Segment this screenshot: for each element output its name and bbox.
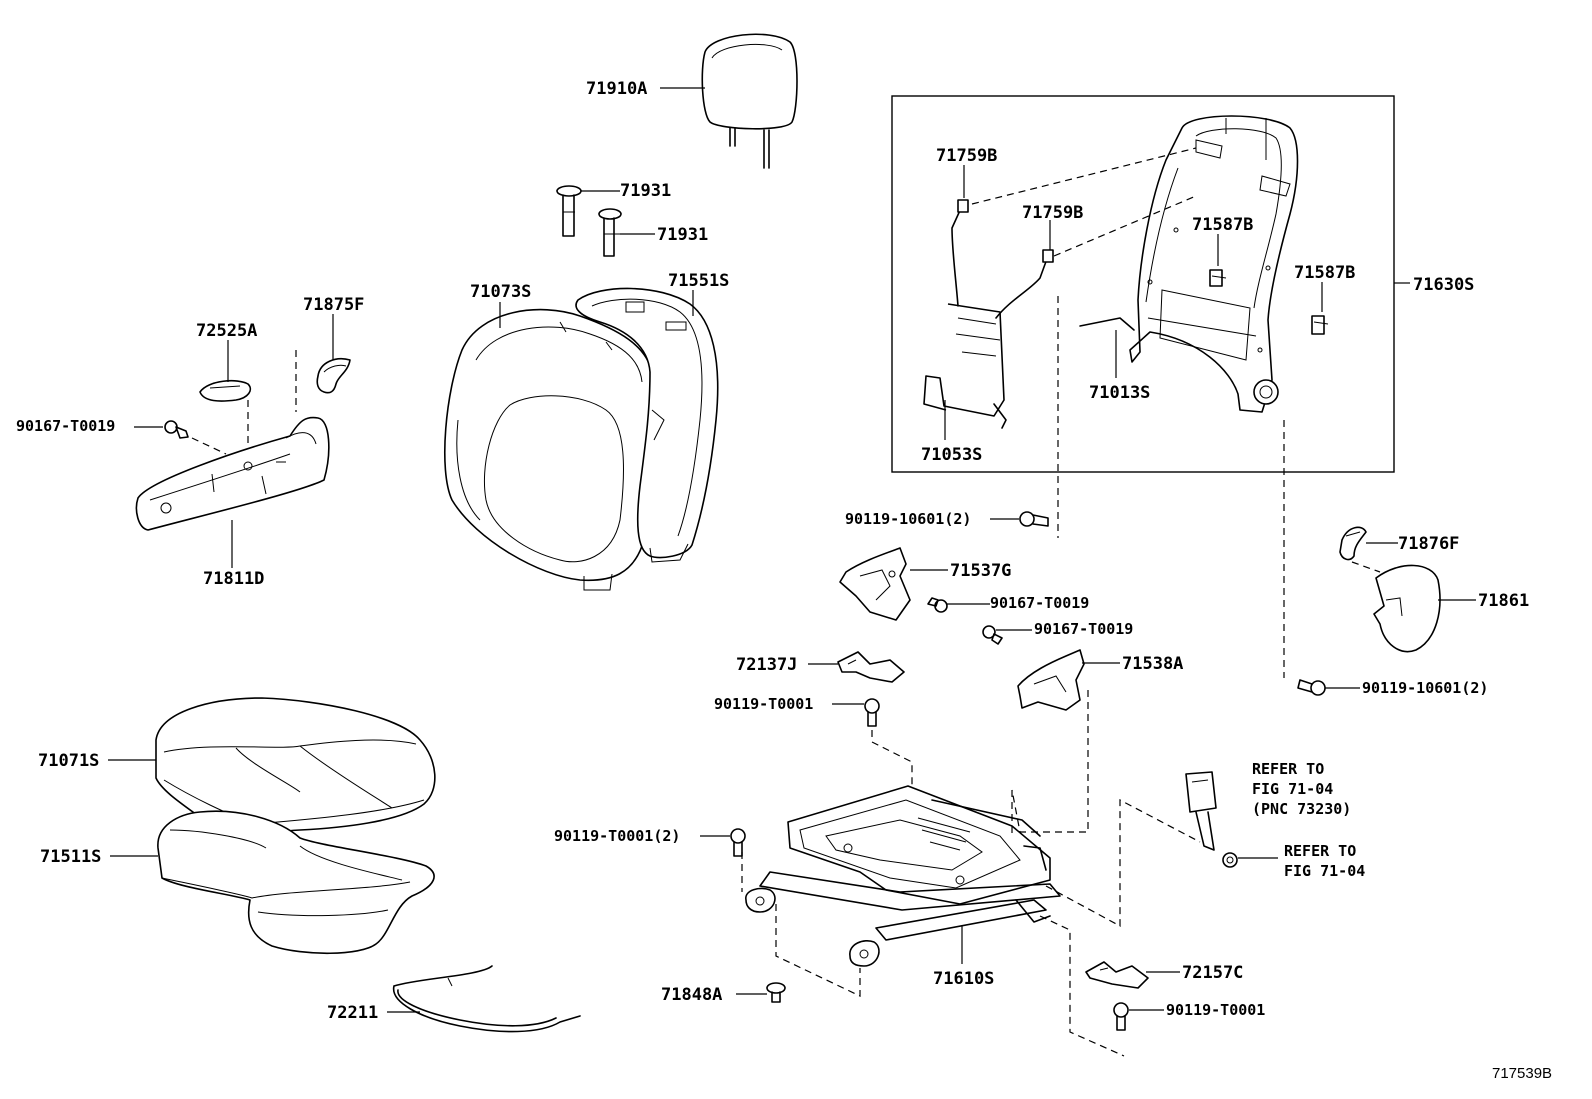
dash-90167a <box>191 437 227 455</box>
screw-90167-mid[interactable] <box>927 597 948 613</box>
label-72525A: 72525A <box>196 321 257 341</box>
recliner-bracket-right[interactable] <box>1017 649 1085 711</box>
label-71861: 71861 <box>1478 591 1529 611</box>
headrest-guide-2[interactable] <box>598 208 622 257</box>
seatback-cover[interactable] <box>444 308 657 591</box>
label-71610S: 71610S <box>933 969 994 989</box>
recliner-cover-left[interactable] <box>316 358 351 394</box>
clip-71587B-2[interactable] <box>1311 315 1329 335</box>
dash-track-d <box>1039 915 1125 1057</box>
label-71511S: 71511S <box>40 847 101 867</box>
dash-track-b <box>1045 799 1201 928</box>
label-72137J: 72137J <box>736 655 797 675</box>
bolt-90119-T0001-left[interactable] <box>730 828 746 857</box>
bolt-90119-T0001-mid[interactable] <box>864 698 880 727</box>
label-90119-T0001b: 90119-T0001(2) <box>554 827 680 845</box>
label-71759Ba: 71759B <box>936 146 997 166</box>
lumbar-support[interactable] <box>923 199 1054 429</box>
bolt-90119-10601-lower[interactable] <box>1297 679 1326 696</box>
recliner-bracket-left[interactable] <box>839 547 911 621</box>
refer1-line1: REFER TO <box>1252 760 1324 778</box>
seatbelt-buckle[interactable] <box>1185 771 1217 851</box>
label-90167a: 90167-T0019 <box>16 417 115 435</box>
clip-71587B-1[interactable] <box>1209 269 1227 287</box>
headrest[interactable] <box>701 33 798 169</box>
label-71053S: 71053S <box>921 445 982 465</box>
label-90119-T0001a: 90119-T0001 <box>714 695 813 713</box>
label-90167b: 90167-T0019 <box>990 594 1089 612</box>
label-90119-10601a: 90119-10601(2) <box>845 510 971 528</box>
refer2-line2: FIG 71-04 <box>1284 862 1365 880</box>
bolt-90119-10601-upper[interactable] <box>1019 511 1049 527</box>
refer1-line2: FIG 71-04 <box>1252 780 1333 798</box>
seatbelt-bolt[interactable] <box>1222 852 1238 868</box>
dash-71759Ba <box>971 147 1197 205</box>
label-72157C: 72157C <box>1182 963 1243 983</box>
label-90119-10601b: 90119-10601(2) <box>1362 679 1488 697</box>
label-71587Ba: 71587B <box>1192 215 1253 235</box>
screw-90167-left[interactable] <box>164 420 189 439</box>
label-71875F: 71875F <box>303 295 364 315</box>
label-90119-T0001c: 90119-T0001 <box>1166 1001 1265 1019</box>
recliner-knob[interactable] <box>199 379 252 402</box>
refer1-line3: (PNC 73230) <box>1252 800 1351 818</box>
dash-track-c <box>775 904 861 997</box>
label-71587Bb: 71587B <box>1294 263 1355 283</box>
bolt-71848A[interactable] <box>766 982 786 1003</box>
refer2-line1: REFER TO <box>1284 842 1356 860</box>
label-71013S: 71013S <box>1089 383 1150 403</box>
seatback-frame[interactable] <box>1079 115 1299 413</box>
recliner-cover-right[interactable] <box>1339 526 1367 561</box>
screw-90167-right[interactable] <box>982 625 1003 645</box>
label-71537G: 71537G <box>950 561 1011 581</box>
bolt-90119-T0001-lower[interactable] <box>1113 1002 1129 1031</box>
label-71073S: 71073S <box>470 282 531 302</box>
seat-cushion-pad[interactable] <box>157 810 435 955</box>
frame-assembly-box <box>891 95 1395 473</box>
recliner-outer-cover[interactable] <box>1373 564 1441 653</box>
dash-71538A <box>1011 690 1089 833</box>
seat-wire[interactable] <box>392 965 581 1033</box>
label-71811D: 71811D <box>203 569 264 589</box>
label-72211: 72211 <box>327 1003 378 1023</box>
label-71931a: 71931 <box>620 181 671 201</box>
bracket-72157C[interactable] <box>1085 961 1149 989</box>
seat-track-frame[interactable] <box>745 785 1061 967</box>
dash-71876F <box>1351 561 1381 573</box>
label-71931b: 71931 <box>657 225 708 245</box>
label-71876F: 71876F <box>1398 534 1459 554</box>
label-71759Bb: 71759B <box>1022 203 1083 223</box>
diagram-id: 717539B <box>1492 1065 1552 1082</box>
label-71551S: 71551S <box>668 271 729 291</box>
side-shield[interactable] <box>135 416 330 531</box>
headrest-guide-1[interactable] <box>556 185 582 237</box>
seatback-pad[interactable] <box>575 287 719 563</box>
label-71910A: 71910A <box>586 79 647 99</box>
label-71538A: 71538A <box>1122 654 1183 674</box>
label-71848A: 71848A <box>661 985 722 1005</box>
label-90167c: 90167-T0019 <box>1034 620 1133 638</box>
label-71630S: 71630S <box>1413 275 1474 295</box>
dash-71759Bb <box>1053 195 1197 257</box>
label-71071S: 71071S <box>38 751 99 771</box>
bracket-72137J[interactable] <box>837 651 905 683</box>
